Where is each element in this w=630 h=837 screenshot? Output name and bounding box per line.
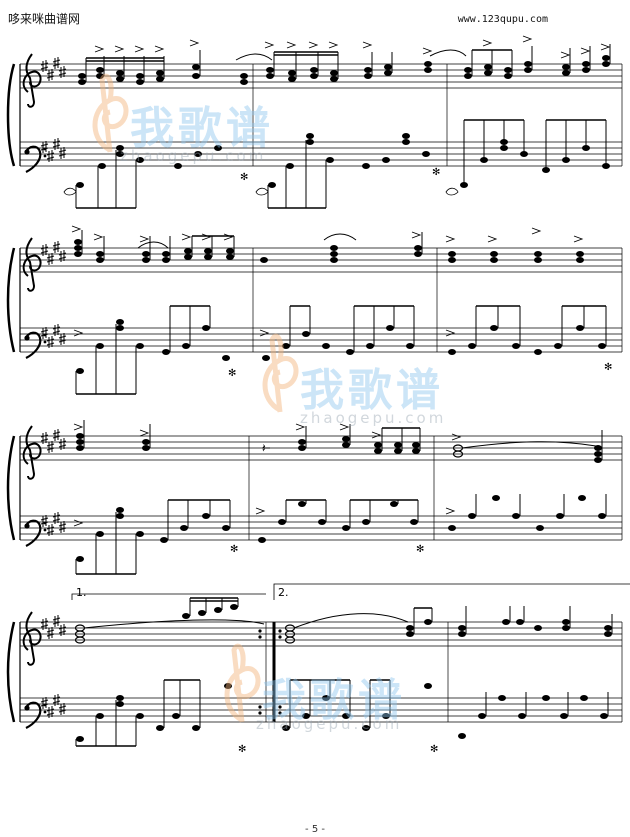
svg-text:✻: ✻ xyxy=(240,172,248,183)
system-4: ✻✻ xyxy=(6,583,630,755)
volta-2-label: 2. xyxy=(278,586,289,599)
page-number: - 5 - xyxy=(305,824,325,835)
svg-text:✻: ✻ xyxy=(432,167,440,178)
svg-text:✻: ✻ xyxy=(228,368,236,379)
svg-text:✻: ✻ xyxy=(238,744,246,755)
system-1: ✻✻ xyxy=(6,35,623,209)
volta-1-label: 1. xyxy=(76,586,87,599)
svg-text:✻: ✻ xyxy=(230,544,238,555)
site-url: www.123qupu.com xyxy=(457,14,548,25)
svg-text:𝄽: 𝄽 xyxy=(262,441,266,455)
svg-text:✻: ✻ xyxy=(430,744,438,755)
system-3: ✻ ✻ 𝄽 xyxy=(6,420,623,575)
svg-text:✻: ✻ xyxy=(604,362,612,373)
system-2: ✻✻ xyxy=(6,225,623,395)
svg-text:✻: ✻ xyxy=(416,544,424,555)
site-name: 哆来咪曲谱网 xyxy=(8,12,81,26)
